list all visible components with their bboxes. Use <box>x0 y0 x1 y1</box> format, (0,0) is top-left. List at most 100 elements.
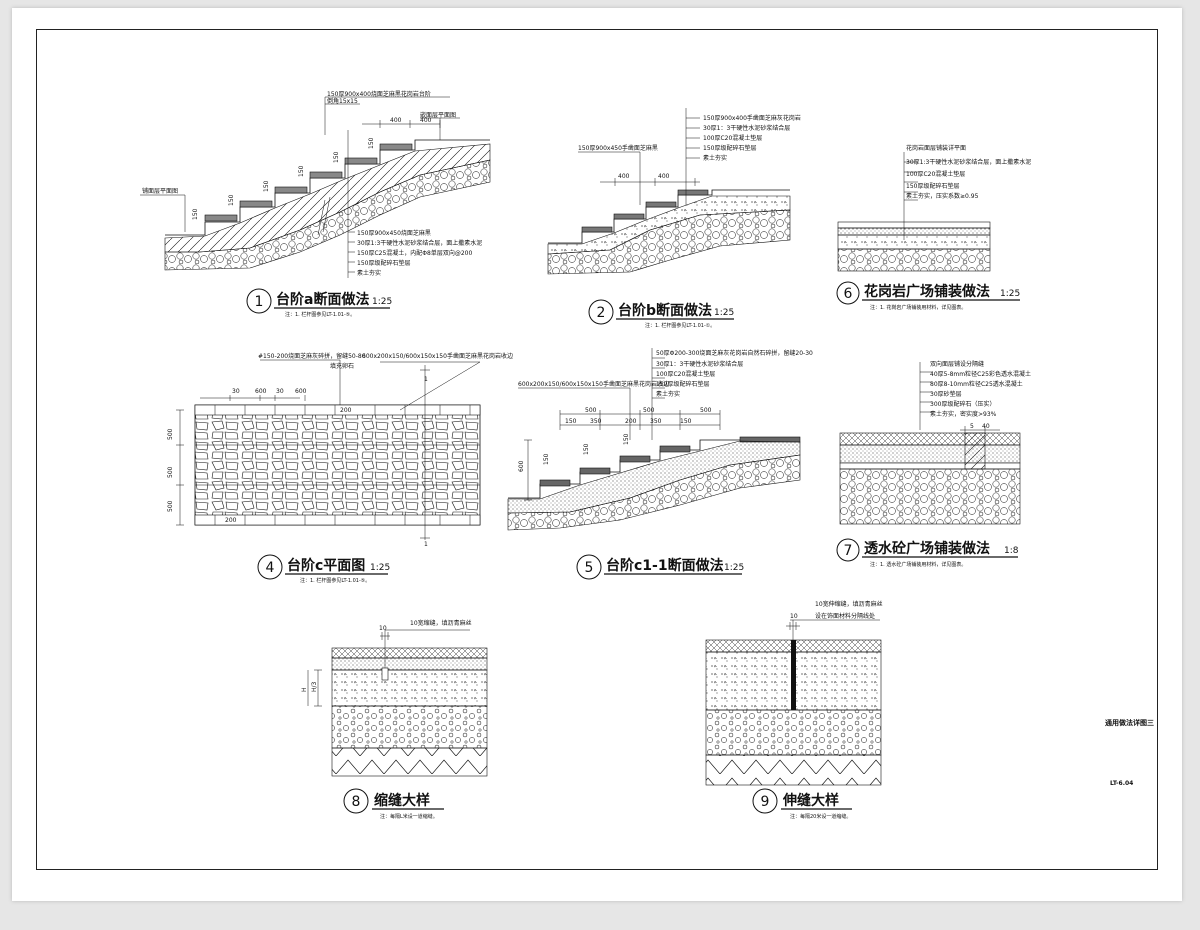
detail-1-dim-5: 150 <box>298 165 305 177</box>
detail-1-drawing <box>140 96 491 278</box>
detail-6-label-3: 150厚级配碎石垫层 <box>906 182 959 190</box>
detail-2-dim-0: 400 <box>618 173 630 180</box>
detail-4-dim-7: 500 <box>167 500 174 512</box>
detail-7-label-1: 40厚5-8mm粒径C25彩色透水混凝土 <box>930 370 1031 378</box>
detail-4-dim-4: 200 <box>340 407 352 414</box>
detail-1-label-8: 铺面层平面图 <box>142 187 178 195</box>
detail-2-dim-1: 400 <box>658 173 670 180</box>
detail-5-label-5: 600x200x150/600x150x150手凿面芝麻黑花岗岩收边 <box>518 380 669 388</box>
detail-1-label-7: 素土夯实 <box>357 269 381 277</box>
detail-1-label-2: 嵌面层平面图 <box>420 112 456 119</box>
detail-9-label-0: 10宽伸缩缝，填沥青麻丝 <box>815 600 883 608</box>
detail-4-note: 注：1. 栏杆图参见LT-1.01-⑤。 <box>300 577 370 584</box>
detail-2-title: 台阶b断面做法 <box>618 302 712 319</box>
detail-7-drawing <box>839 362 1021 525</box>
detail-5-title-block: 5 台阶c1-1断面做法 1:25 <box>576 554 744 580</box>
detail-6-title-block: 6 花岗岩广场铺装做法 1:25 注：1. 花岗岩广场铺装用材料，详见图表。 <box>836 281 1020 311</box>
detail-2-label-0: 150厚900x400手凿面芝麻灰花岗岩 <box>703 114 801 122</box>
detail-8-label-0: 10宽缩缝，填沥青麻丝 <box>410 619 472 627</box>
detail-1-scale: 1:25 <box>372 297 392 307</box>
detail-1-title: 台阶a断面做法 <box>276 291 369 308</box>
detail-1-label-1: 倒角15x15 <box>327 97 358 105</box>
detail-5-dim-2: 500 <box>700 407 712 414</box>
detail-1-label-3: 150厚900x450烧面芝麻黑 <box>357 229 431 237</box>
detail-2-label-1: 30厚1：3干硬性水泥砂浆结合层 <box>703 124 790 132</box>
detail-5-label-4: 素土夯实 <box>656 390 680 398</box>
detail-4-number: 4 <box>266 560 275 576</box>
detail-6-number: 6 <box>844 286 853 302</box>
sheet-code: LT-6.04 <box>1110 780 1133 787</box>
detail-5-dim-10: 150 <box>623 433 630 445</box>
detail-4-drawing <box>176 359 481 540</box>
detail-5-dim-8: 150 <box>543 453 550 465</box>
detail-7-title: 透水砼广场铺装做法 <box>864 540 990 557</box>
detail-9-label-1: 设在饰面材料分隔线处 <box>815 612 875 620</box>
detail-1-dim-7: 150 <box>368 137 375 149</box>
detail-5-dim-4: 350 <box>590 418 602 425</box>
detail-9-number: 9 <box>761 794 770 810</box>
detail-8-label-2: H <box>301 687 308 692</box>
detail-5-dim-7: 150 <box>680 418 692 425</box>
detail-2-label-4: 素土夯实 <box>703 154 727 162</box>
detail-4-label-4: 1 <box>424 541 428 548</box>
detail-4-scale: 1:25 <box>370 563 390 573</box>
detail-6-label-4: 素土夯实，压实系数≥0.95 <box>906 192 979 200</box>
detail-7-dim-1: 40 <box>982 423 990 430</box>
detail-4-label-1: 填充卵石 <box>330 362 354 370</box>
detail-5-label-1: 30厚1：3干硬性水泥砂浆结合层 <box>656 360 743 368</box>
detail-5-dim-6: 350 <box>650 418 662 425</box>
detail-1-dim-1: 400 <box>420 117 432 124</box>
detail-4-dim-1: 600 <box>255 388 267 395</box>
detail-5-label-3: 150厚级配碎石垫层 <box>656 380 709 388</box>
detail-5-title: 台阶c1-1断面做法 <box>606 557 724 574</box>
detail-6-label-1: 30厚1:3干硬性水泥砂浆结合层，面上撒素水泥 <box>906 158 1031 166</box>
detail-8-note: 注：每隔L米设一道缩缝。 <box>380 813 438 820</box>
detail-8-number: 8 <box>352 794 361 810</box>
detail-1-dim-3: 150 <box>228 194 235 206</box>
detail-4-label-2: 600x200x150/600x150x150手凿面芝麻黑花岗岩收边 <box>362 352 513 360</box>
detail-2-label-3: 150厚级配碎石垫层 <box>703 144 756 152</box>
detail-8-title: 缩缝大样 <box>374 792 430 809</box>
detail-7-number: 7 <box>844 543 853 559</box>
detail-1-label-5: 150厚C25混凝土，内配Φ8单层双向@200 <box>357 249 472 257</box>
detail-6-drawing <box>837 152 991 272</box>
detail-9-dim-0: 10 <box>790 613 798 620</box>
detail-7-note: 注：1. 透水砼广场铺装用材料，详见图表。 <box>870 561 966 568</box>
detail-2-label-2: 100厚C20混凝土垫层 <box>703 134 762 142</box>
detail-4-title: 台阶c平面图 <box>287 557 365 574</box>
detail-1-number: 1 <box>255 294 264 310</box>
detail-6-label-2: 100厚C20混凝土垫层 <box>906 170 965 178</box>
detail-1-label-6: 150厚级配碎石垫层 <box>357 259 410 267</box>
detail-5-dim-3: 150 <box>565 418 577 425</box>
detail-8-dim-0: 10 <box>379 625 387 632</box>
detail-5-dim-9: 150 <box>583 443 590 455</box>
detail-5-dim-11: 600 <box>518 460 525 472</box>
detail-2-scale: 1:25 <box>714 308 734 318</box>
detail-4-title-block: 4 台阶c平面图 1:25 注：1. 栏杆图参见LT-1.01-⑤。 <box>257 554 390 584</box>
drawing-frame <box>36 29 1158 870</box>
detail-1-dim-2: 150 <box>192 208 199 220</box>
detail-5-dim-0: 500 <box>585 407 597 414</box>
sheet-title: 通用做法详图三 <box>1105 718 1154 727</box>
detail-1-label-4: 30厚1:3干硬性水泥砂浆结合层，面上撒素水泥 <box>357 239 482 247</box>
detail-8-drawing <box>307 629 488 777</box>
detail-2-note: 注：1. 栏杆图参见LT-1.01-①。 <box>645 322 715 329</box>
detail-5-label-2: 100厚C20混凝土垫层 <box>656 370 715 378</box>
detail-9-drawing <box>705 619 882 786</box>
detail-7-label-5: 素土夯实，密实度>93% <box>930 410 997 418</box>
detail-6-title: 花岗岩广场铺装做法 <box>864 283 990 300</box>
detail-5-scale: 1:25 <box>724 563 744 573</box>
detail-1-label-0: 150厚900x400烧面芝麻黑花岗岩台阶 <box>327 90 431 98</box>
detail-1-dim-6: 150 <box>333 151 340 163</box>
detail-9-note: 注：每隔20米设一道缩缝。 <box>790 813 851 820</box>
detail-7-label-3: 30厚砂垫层 <box>930 390 962 398</box>
detail-1-dim-0: 400 <box>390 117 402 124</box>
detail-7-label-2: 80厚8-10mm粒径C25透水混凝土 <box>930 380 1023 388</box>
detail-6-note: 注：1. 花岗岩广场铺装用材料，详见图表。 <box>870 304 966 311</box>
detail-7-dim-0: 5 <box>970 423 974 430</box>
detail-7-scale: 1:8 <box>1004 546 1019 556</box>
detail-4-dim-8: 200 <box>225 517 237 524</box>
detail-8-label-1: H/3 <box>311 681 318 692</box>
detail-9-title: 伸缝大样 <box>782 792 839 809</box>
